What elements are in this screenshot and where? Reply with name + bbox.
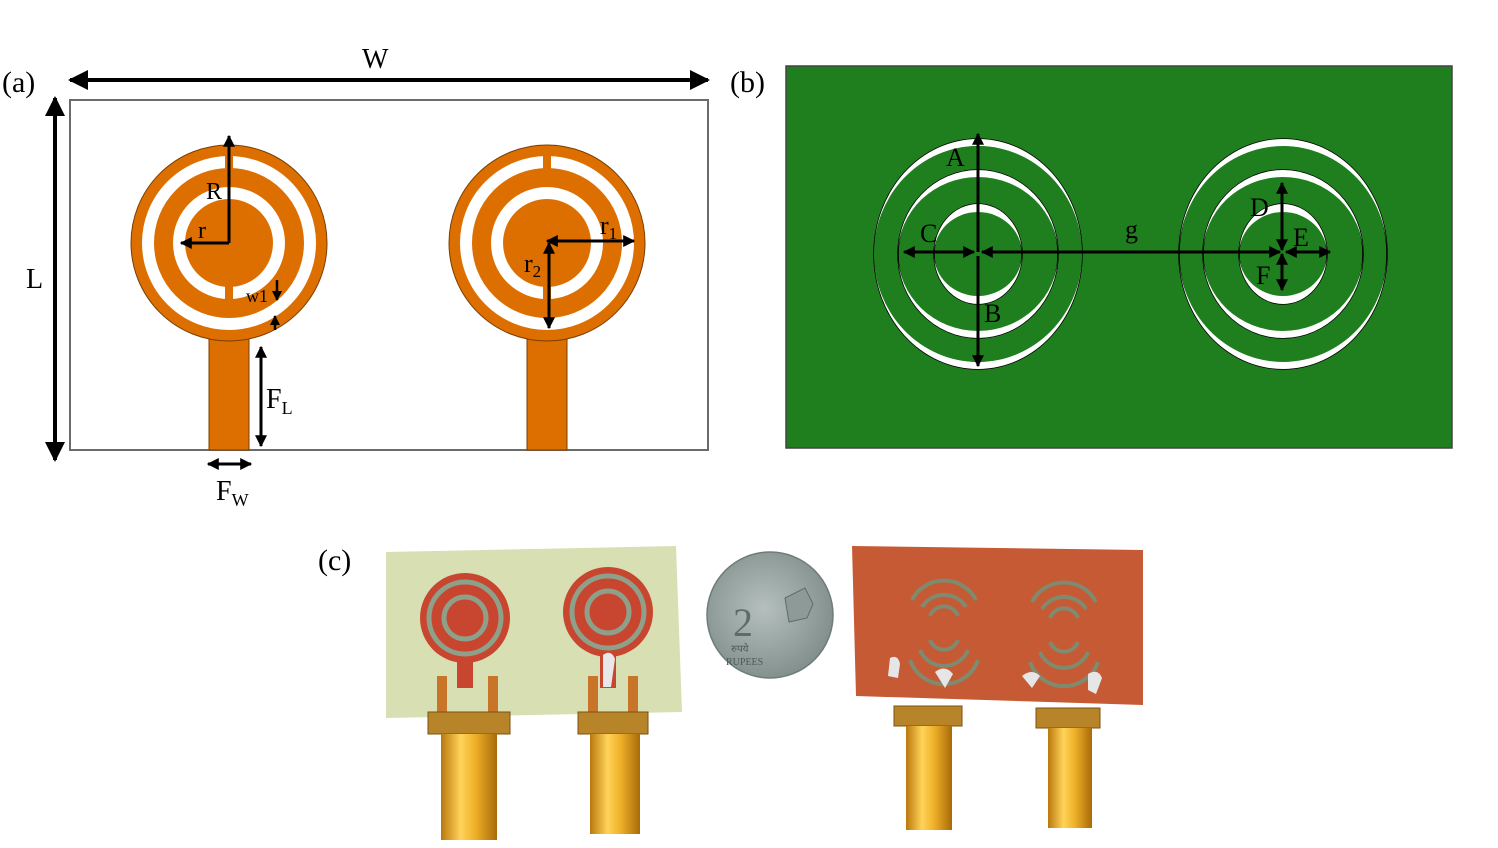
coin-denomination: 2: [733, 600, 753, 645]
feedline-left: [208, 334, 250, 451]
ground-ring-outer: [874, 146, 1082, 362]
dimension-label-d: D: [1250, 193, 1269, 222]
panel-a-label: (a): [2, 66, 35, 99]
connector-flange: [893, 705, 963, 727]
feedline-right: [526, 334, 568, 451]
connector-thread: [441, 734, 497, 840]
panel-c-label: (c): [318, 544, 351, 577]
dimension-label-e: E: [1293, 223, 1309, 252]
patch-photo-left: [420, 573, 510, 688]
dimension-label-small-r: r: [198, 218, 206, 244]
dimension-label-w: W: [362, 44, 389, 75]
connector-flange: [577, 711, 649, 735]
outer-slot-gap: [543, 150, 551, 176]
back-solder-joints: [888, 656, 1102, 694]
patch-left: R r w1 FL FW: [130, 134, 328, 510]
connector-pin: [628, 676, 638, 714]
photo-inner-slot: [584, 588, 632, 636]
panel-a: (a) W L R r w1 FL: [2, 44, 710, 510]
slot-inner-bottom: [934, 254, 1022, 304]
slot-inner-bottom: [1239, 254, 1327, 304]
prototype-back: [852, 546, 1143, 830]
photo-feedline: [457, 660, 473, 688]
dimension-label-fl: FL: [266, 384, 293, 418]
connector-pin: [488, 676, 498, 714]
panel-b-label: (b): [730, 66, 765, 99]
slot-inner-top: [934, 204, 1022, 254]
connector-flange: [1035, 707, 1101, 729]
sma-connector-front-right: [577, 676, 649, 834]
prototype-front: [386, 546, 682, 840]
photo-patch-disc: [420, 573, 510, 663]
connector-thread: [590, 734, 640, 834]
photo-patch-disc: [563, 567, 653, 657]
dimension-label-r1: r1: [600, 211, 617, 243]
sma-connector-back-left: [893, 705, 963, 830]
slot-inner-top: [1239, 204, 1327, 254]
back-slots-left: [908, 578, 980, 687]
coin-body: [706, 551, 834, 679]
patch-photo-right: [563, 567, 653, 688]
ground-slots-left: [873, 138, 1083, 370]
sma-connector-back-right: [1035, 707, 1101, 828]
connector-pin: [588, 676, 598, 714]
dimension-label-l: L: [26, 264, 43, 295]
photo-outer-slot: [426, 579, 504, 657]
dimension-label-g: g: [1125, 215, 1138, 244]
connector-pin: [437, 676, 447, 714]
connector-thread: [906, 726, 952, 830]
coin-2-rupees: 2 रुपये RUPEES: [706, 551, 834, 679]
connector-flange: [427, 711, 511, 735]
panel-c: (c): [318, 544, 1143, 840]
photo-inner-slot: [441, 594, 489, 642]
dimension-label-r2: r2: [524, 249, 541, 281]
coin-hindi-text: रुपये: [731, 643, 749, 655]
dimension-label-f: F: [1256, 261, 1270, 290]
connector-thread: [1048, 728, 1092, 828]
panel-b: (b): [730, 65, 1453, 449]
dimension-label-c: C: [920, 219, 937, 248]
dimension-label-b: B: [984, 299, 1001, 328]
photo-outer-slot: [569, 573, 647, 651]
solder-joint: [603, 652, 615, 687]
coin-hand-emblem: [784, 587, 814, 623]
dimension-label-a: A: [946, 143, 965, 172]
dimension-label-w1: w1: [246, 286, 268, 306]
sma-connector-front-left: [427, 676, 511, 840]
coin-english-text: RUPEES: [726, 657, 763, 668]
inner-slot-gap: [225, 282, 233, 306]
dimension-label-big-r: R: [206, 179, 222, 205]
dimension-label-fw: FW: [216, 476, 249, 510]
